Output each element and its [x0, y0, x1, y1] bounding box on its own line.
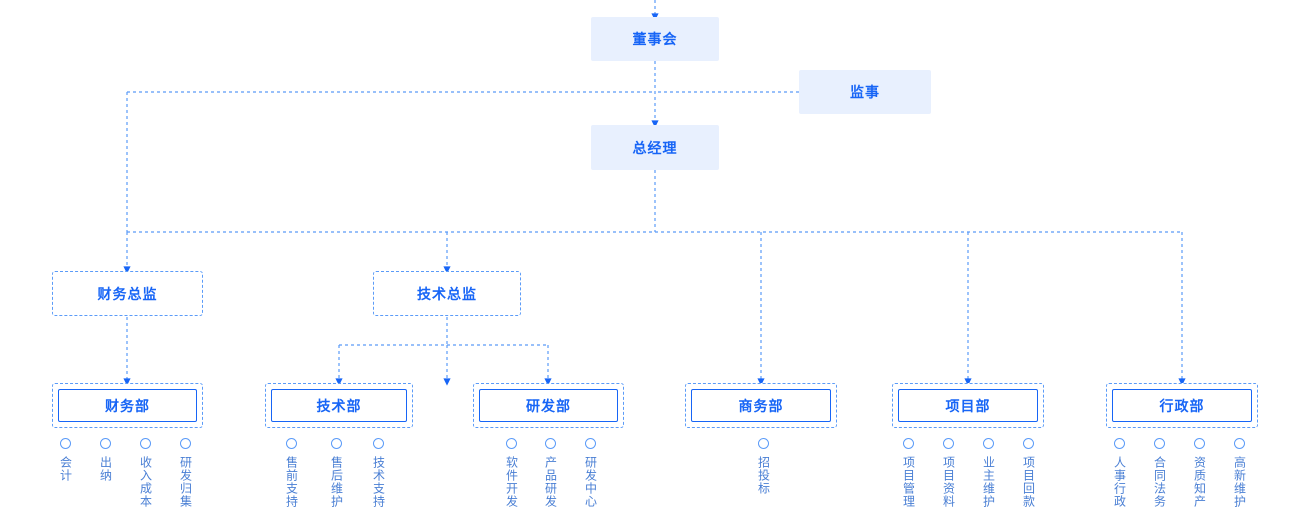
leaf-item[interactable]: 项目回款 [1017, 438, 1039, 508]
node-project-dept-label: 项目部 [945, 397, 991, 414]
leaf-item[interactable]: 业主维护 [977, 438, 999, 508]
leaf-item[interactable]: 售后维护 [325, 438, 347, 508]
leaf-item[interactable]: 招投标 [752, 438, 774, 495]
leaf-item[interactable]: 软件开发 [500, 438, 522, 508]
leaf-label: 项目回款 [1021, 456, 1036, 508]
node-project-dept[interactable]: 项目部 [892, 383, 1044, 428]
node-finance-dept-label: 财务部 [105, 397, 150, 414]
node-finance-dept[interactable]: 财务部 [52, 383, 203, 428]
node-general-manager[interactable]: 总经理 [591, 125, 719, 170]
node-admin-dept-inner: 行政部 [1112, 389, 1252, 422]
circle-icon [942, 438, 954, 449]
leaf-item[interactable]: 项目资料 [937, 438, 959, 508]
leaf-label: 业主维护 [981, 456, 996, 508]
node-admin-dept[interactable]: 行政部 [1106, 383, 1258, 428]
node-tech-director[interactable]: 技术总监 [373, 271, 521, 316]
leaf-item[interactable]: 人事行政 [1108, 438, 1130, 508]
node-board-label: 董事会 [632, 31, 678, 47]
node-tech-dept[interactable]: 技术部 [265, 383, 413, 428]
leaf-item[interactable]: 产品研发 [539, 438, 561, 508]
leaf-item[interactable]: 项目管理 [897, 438, 919, 508]
leaf-label: 研发中心 [583, 456, 598, 508]
circle-icon [584, 438, 596, 449]
node-admin-dept-label: 行政部 [1159, 397, 1205, 414]
node-tech-director-label: 技术总监 [417, 285, 477, 302]
node-rd-dept-label: 研发部 [526, 397, 571, 414]
circle-icon [1022, 438, 1034, 449]
circle-icon [505, 438, 517, 449]
node-rd-dept-inner: 研发部 [479, 389, 618, 422]
leaf-item[interactable]: 出纳 [94, 438, 116, 482]
node-general-manager-label: 总经理 [632, 139, 678, 156]
node-tech-dept-inner: 技术部 [271, 389, 407, 422]
leaf-label: 人事行政 [1112, 456, 1127, 508]
leaf-label: 产品研发 [543, 456, 558, 508]
node-supervisor[interactable]: 监事 [799, 70, 931, 114]
node-business-dept-label: 商务部 [738, 397, 784, 414]
node-finance-director[interactable]: 财务总监 [52, 271, 203, 316]
leaf-label: 收入成本 [138, 456, 153, 508]
circle-icon [757, 438, 769, 449]
leaf-label: 项目管理 [901, 456, 916, 508]
node-project-dept-inner: 项目部 [898, 389, 1038, 422]
leaf-label: 招投标 [756, 456, 771, 495]
circle-icon [139, 438, 151, 449]
leaf-item[interactable]: 资质知产 [1188, 438, 1210, 508]
circle-icon [1113, 438, 1125, 449]
leaf-item[interactable]: 会计 [54, 438, 76, 482]
circle-icon [330, 438, 342, 449]
node-finance-director-label: 财务总监 [97, 285, 158, 302]
circle-icon [285, 438, 297, 449]
node-tech-dept-label: 技术部 [316, 397, 362, 414]
circle-icon [982, 438, 994, 449]
leaf-item[interactable]: 合同法务 [1148, 438, 1170, 508]
node-rd-dept[interactable]: 研发部 [473, 383, 624, 428]
leaf-label: 售前支持 [284, 456, 299, 508]
node-finance-dept-inner: 财务部 [58, 389, 197, 422]
circle-icon [544, 438, 556, 449]
circle-icon [179, 438, 191, 449]
leaf-label: 研发归集 [178, 456, 193, 508]
leaf-label: 项目资料 [941, 456, 956, 508]
leaf-label: 软件开发 [504, 456, 519, 508]
circle-icon [1193, 438, 1205, 449]
leaf-label: 出纳 [98, 456, 113, 482]
circle-icon [1153, 438, 1165, 449]
circle-icon [902, 438, 914, 449]
leaf-label: 售后维护 [329, 456, 344, 508]
node-business-dept[interactable]: 商务部 [685, 383, 837, 428]
circle-icon [99, 438, 111, 449]
leaf-label: 技术支持 [371, 456, 386, 508]
circle-icon [59, 438, 71, 449]
leaf-label: 高新维护 [1232, 456, 1247, 508]
leaf-label: 资质知产 [1192, 456, 1207, 508]
leaf-label: 会计 [58, 456, 73, 482]
leaf-item[interactable]: 研发归集 [174, 438, 196, 508]
circle-icon [1233, 438, 1245, 449]
node-supervisor-label: 监事 [850, 84, 880, 100]
circle-icon [372, 438, 384, 449]
node-business-dept-inner: 商务部 [691, 389, 831, 422]
leaf-item[interactable]: 研发中心 [579, 438, 601, 508]
leaf-label: 合同法务 [1152, 456, 1167, 508]
leaf-item[interactable]: 技术支持 [367, 438, 389, 508]
leaf-item[interactable]: 高新维护 [1228, 438, 1250, 508]
node-board[interactable]: 董事会 [591, 17, 719, 61]
leaf-item[interactable]: 售前支持 [280, 438, 302, 508]
leaf-item[interactable]: 收入成本 [134, 438, 156, 508]
